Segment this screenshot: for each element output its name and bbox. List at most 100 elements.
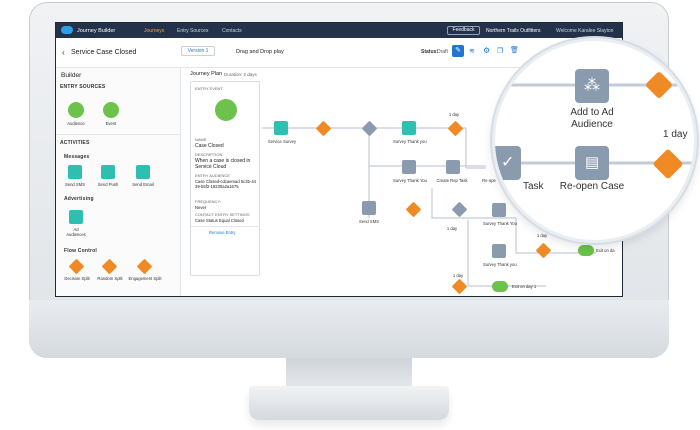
zoom-reopen-label: Re-open Case <box>559 181 625 192</box>
divider <box>56 134 181 135</box>
service-survey-node[interactable] <box>274 121 288 135</box>
send-email-icon[interactable] <box>136 165 150 179</box>
entry-sources-heading[interactable]: ENTRY SOURCES <box>60 84 106 90</box>
engagement-split-icon[interactable] <box>136 258 153 275</box>
entry-audience-value: Case Closed-cdcaemad 5c3b-4439-b5f2-1923… <box>195 179 256 189</box>
survey-thank-you-label-3: Survey Thank You <box>483 221 517 226</box>
send-push-label: Send Push <box>97 182 119 187</box>
send-push-icon[interactable] <box>101 165 115 179</box>
exit-node-1[interactable] <box>578 245 594 256</box>
zoom-magnifier: ⁂ Add to Ad Audience 1 day ✓ Task ▤ Re-o… <box>492 38 697 243</box>
journey-mode: Drag and Drop play <box>236 49 284 55</box>
send-email-label: Send Email <box>132 182 154 187</box>
status-value: Draft <box>437 49 448 55</box>
back-chevron-icon[interactable]: ‹ <box>62 48 65 57</box>
zoom-day-label: 1 day <box>663 129 688 140</box>
send-sms-node-label: Send SMS <box>358 219 380 224</box>
messages-heading[interactable]: Messages <box>64 154 90 160</box>
zoom-task-icon: ✓ <box>495 146 521 180</box>
app-name: Journey Builder <box>77 28 116 34</box>
entry-desc-value: When a case is closed in Service Cloud <box>195 158 251 170</box>
ad-audiences-label: Ad Audiences <box>66 227 86 237</box>
entry-audience-label: ENTRY AUDIENCE <box>195 173 230 178</box>
journey-title[interactable]: Service Case Closed <box>71 49 137 56</box>
audience-label: Audience <box>67 121 85 126</box>
wait-label-3: 1 day <box>452 273 464 278</box>
create-rep-task-label: Create Rep Task <box>436 178 468 183</box>
welcome-user[interactable]: Welcome Karalee Slayton <box>556 28 614 34</box>
random-split-label: Random Split <box>97 276 123 281</box>
monitor-stand-foot <box>249 386 449 420</box>
entry-event-heading: ENTRY EVENT <box>195 86 223 91</box>
briefcase-icon: ▤ <box>585 154 600 171</box>
top-nav-bar: Journey Builder Journeys Entry Sources C… <box>56 23 622 38</box>
entry-name-label: NAME <box>195 137 207 142</box>
contact-settings-label: CONTACT ENTRY SETTINGS <box>195 212 250 217</box>
frequency-label: FREQUENCY: <box>195 199 222 204</box>
zoom-add-to-ad-label: Add to Ad Audience <box>570 107 614 130</box>
entry-desc-label: DESCRIPTION <box>195 152 223 157</box>
survey-thank-you-node-2[interactable] <box>402 160 416 174</box>
ad-audiences-icon[interactable] <box>69 210 83 224</box>
survey-thank-you-node-3[interactable] <box>492 203 506 217</box>
audience-icon[interactable] <box>68 102 84 118</box>
card-divider <box>191 226 259 227</box>
engagement-split-label: Engagement Split <box>128 276 162 281</box>
org-name[interactable]: Northern Trails Outfitters <box>486 28 541 34</box>
frequency-value: Never <box>195 205 207 210</box>
monitor-chin <box>29 300 669 358</box>
event-icon[interactable] <box>103 102 119 118</box>
flow-control-heading[interactable]: Flow Control <box>64 248 97 254</box>
exit-node-2[interactable] <box>492 281 508 292</box>
exit-label-2: Exit on day 1 <box>512 284 537 289</box>
wait-label-4: 1 day <box>446 226 458 231</box>
builder-sidebar: Builder ENTRY SOURCES Audience Event ACT… <box>56 68 181 296</box>
checkmark-icon: ✓ <box>501 154 515 171</box>
decision-split-icon[interactable] <box>68 258 85 275</box>
zoom-task-label: Task <box>523 181 544 192</box>
gear-icon[interactable]: ⚙ <box>483 46 491 55</box>
survey-thank-you-node-1[interactable] <box>402 121 416 135</box>
monitor-stand-neck <box>286 358 412 388</box>
reopen-short-label: Re-ope <box>482 178 496 183</box>
journey-plan-duration: Duration: 2 days <box>224 71 257 77</box>
tab-contacts[interactable]: Contacts <box>222 28 242 34</box>
remove-entry-link[interactable]: Remove Entry <box>209 230 236 235</box>
decision-split-label: Decision Split <box>64 276 90 281</box>
send-sms-node[interactable] <box>362 201 376 215</box>
tab-journeys[interactable]: Journeys <box>144 28 165 34</box>
entry-event-card[interactable]: ENTRY EVENT NAME Case Closed DESCRIPTION… <box>190 81 260 276</box>
wait-label-1: 1 day <box>448 112 460 117</box>
wifi-icon[interactable]: ≋ <box>469 48 475 55</box>
trash-icon[interactable]: 🗑 <box>510 47 519 54</box>
feedback-button[interactable]: Feedback <box>447 26 480 35</box>
exit-label-1: Exit on da <box>596 248 615 253</box>
builder-title: Builder <box>61 72 82 79</box>
survey-thank-you-label-2: Survey Thank You <box>393 178 427 183</box>
zoom-add-to-ad-icon: ⁂ <box>575 69 609 103</box>
survey-thank-you-label-4: Survey Thank you <box>483 262 517 267</box>
send-sms-label: Send SMS <box>64 182 86 187</box>
version-select[interactable]: Version 1 <box>181 46 215 56</box>
edit-icon[interactable]: ✎ <box>452 45 464 57</box>
random-split-icon[interactable] <box>101 258 118 275</box>
service-survey-label: Service Survey <box>267 139 297 144</box>
contact-settings-value: Case Status Equal Closed <box>195 218 244 223</box>
cloud-logo-icon <box>61 26 73 34</box>
create-rep-task-node[interactable] <box>446 160 460 174</box>
activities-heading[interactable]: ACTIVITIES <box>60 140 90 146</box>
journey-plan-title: Journey Plan <box>190 71 223 77</box>
copy-icon[interactable]: ❐ <box>497 48 504 55</box>
advertising-heading[interactable]: Advertising <box>64 196 94 202</box>
tab-entry-sources[interactable]: Entry Sources <box>177 28 209 34</box>
survey-thank-you-node-4[interactable] <box>492 244 506 258</box>
zoom-reopen-icon: ▤ <box>575 146 609 180</box>
event-label: Event <box>105 121 117 126</box>
status-label: Status: <box>421 49 438 55</box>
wait-label-2: 1 day <box>536 233 548 238</box>
ad-audience-people-icon: ⁂ <box>584 77 600 94</box>
entry-event-icon <box>215 99 237 121</box>
send-sms-icon[interactable] <box>68 165 82 179</box>
survey-thank-you-label-1: Survey Thank you <box>393 139 427 144</box>
entry-name-value: Case Closed <box>195 143 224 149</box>
